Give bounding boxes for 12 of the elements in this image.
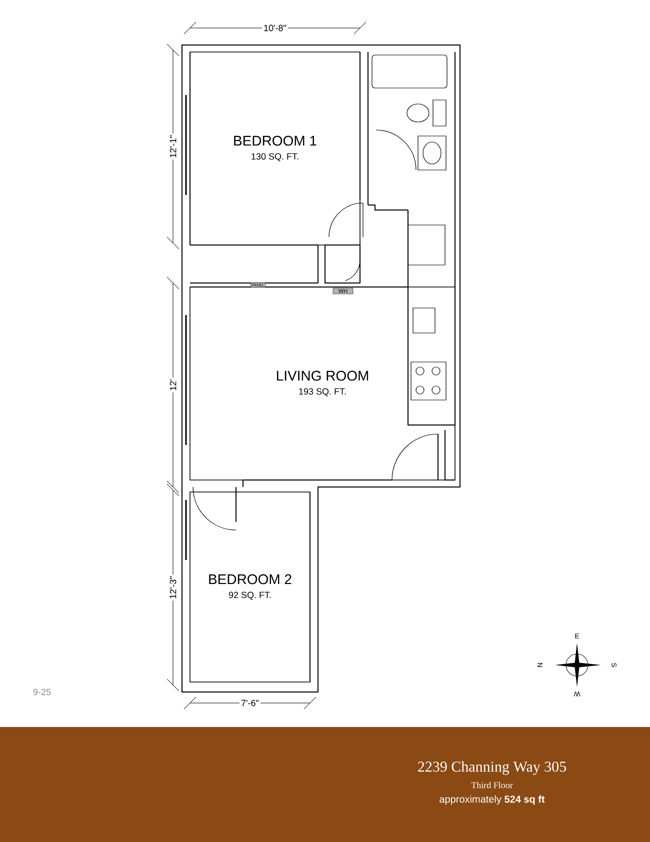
footer-text: 2239 Channing Way 305: [418, 761, 566, 775]
dimension-label: 7'-6": [240, 698, 260, 708]
footer-text: Third Floor: [471, 782, 513, 788]
room: BEDROOM 1 130 SQ. FT.: [190, 52, 360, 246]
dimension-label: 12'-3": [168, 574, 178, 600]
room: BEDROOM 2 92 SQ. FT.: [190, 492, 310, 682]
footer-text: approximately 524 sq ft: [440, 795, 545, 805]
footer-band: [0, 727, 650, 842]
dimension-label: 12': [168, 378, 178, 392]
dimension-label: 10'-8": [262, 23, 288, 33]
dimension-label: 12'-1": [168, 134, 178, 160]
revision-date: 9-25: [33, 688, 51, 696]
